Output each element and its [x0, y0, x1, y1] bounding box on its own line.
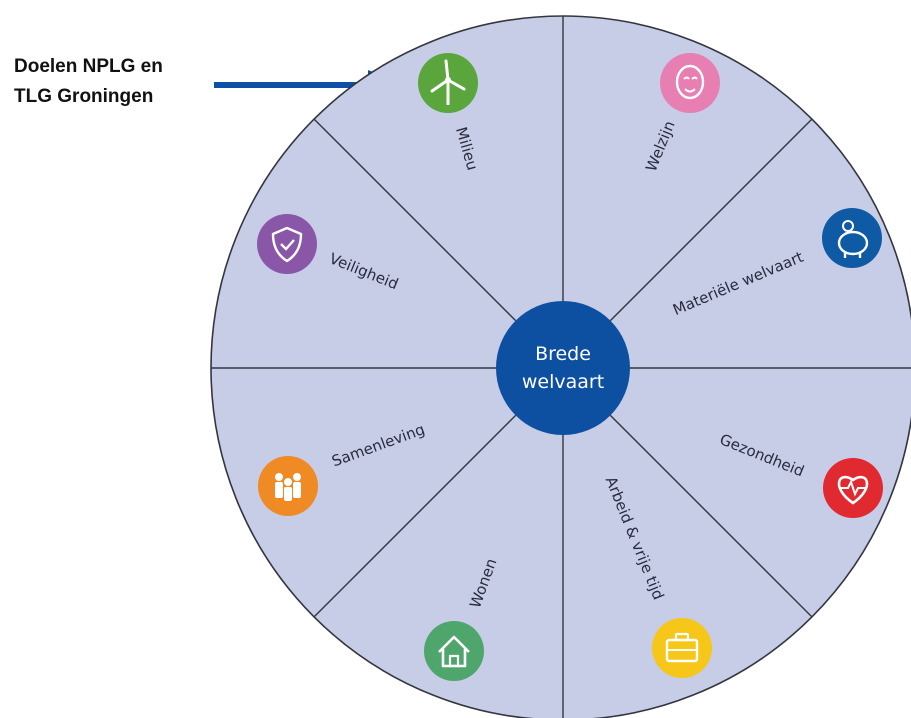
- heart-icon: [823, 458, 883, 518]
- center-circle: [496, 301, 630, 435]
- segment-divider: [609, 118, 813, 322]
- annotation-line-1: Doelen NPLG en: [14, 56, 163, 77]
- wind-turbine-icon: [418, 53, 478, 113]
- briefcase-icon: [652, 618, 712, 678]
- segment-divider: [609, 414, 813, 618]
- center-hub: Brede welvaart: [496, 301, 630, 435]
- segment-divider: [313, 118, 517, 322]
- segment-dividers: [211, 16, 911, 718]
- annotation-label: Doelen NPLG en TLG Groningen: [14, 52, 224, 112]
- people-icon: [258, 456, 318, 516]
- smiling-face-icon: [660, 53, 720, 113]
- house-icon: [424, 621, 484, 681]
- piggy-bank-icon: [822, 208, 882, 268]
- segment-divider: [313, 414, 517, 618]
- center-label-line-2: welvaart: [522, 371, 604, 393]
- center-label-line-1: Brede: [535, 343, 591, 365]
- annotation-line-2: TLG Groningen: [14, 86, 154, 107]
- segment-milieu: Milieu: [418, 53, 482, 172]
- shield-check-icon: [257, 214, 317, 274]
